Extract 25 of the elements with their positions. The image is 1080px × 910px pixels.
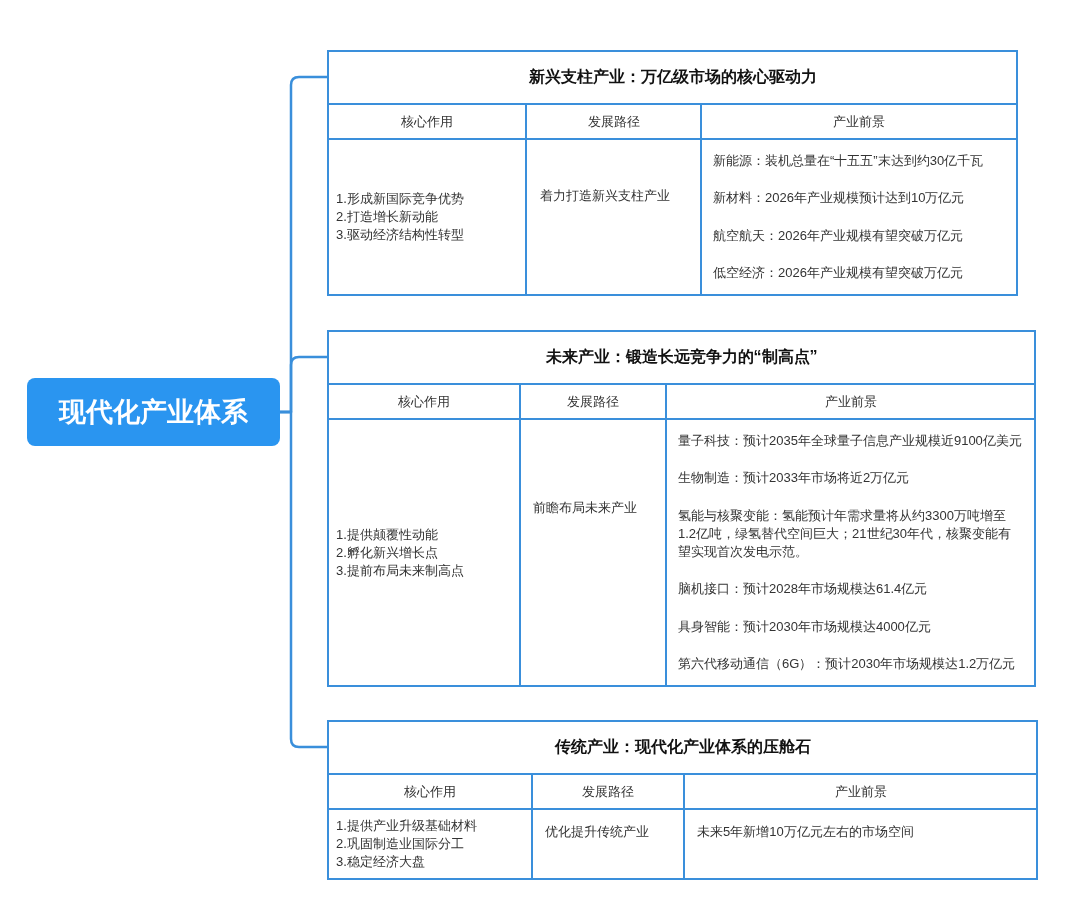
info-table	[327, 720, 1038, 880]
info-table	[327, 330, 1036, 687]
list-item: 1.提供产业升级基础材料	[336, 817, 478, 835]
outlook-text: 航空航天：2026年产业规模有望突破万亿元	[713, 226, 964, 245]
connector-line	[280, 410, 327, 749]
outlook-text: 具身智能：预计2030年市场规模达4000亿元	[678, 617, 932, 636]
central-topic: 现代化产业体系	[27, 378, 280, 446]
outlook-text: 新材料：2026年产业规模预计达到10万亿元	[713, 189, 966, 208]
list-item: 2.打造增长新动能	[336, 208, 439, 226]
list-item: 1.形成新国际竞争优势	[336, 190, 465, 208]
list-item: 3.提前布局未来制高点	[336, 561, 465, 580]
outlook-text: 新能源：装机总量在“十五五”末达到约30亿千瓦	[713, 151, 985, 170]
list-item: 3.稳定经济大盘	[336, 853, 426, 871]
outlook-text: 未来5年新增10万亿元左右的市场空间	[697, 823, 915, 841]
outlook-text: 低空经济：2026年产业规模有望突破万亿元	[713, 264, 964, 283]
outlook-text: 氢能与核聚变能：氢能预计年需求量将从约3300万吨增至1.2亿吨，绿氢替代空间巨大；21世纪30年代，核聚变能有望实现首次发电示范。	[678, 506, 1012, 561]
list-item: 1.提供颠覆性动能	[336, 525, 439, 544]
list-item: 3.驱动经济结构性转型	[336, 226, 465, 244]
outlook-text: 脑机接口：预计2028年市场规模达61.4亿元	[678, 580, 929, 599]
info-table	[327, 50, 1018, 296]
outlook-text: 第六代移动通信（6G）：预计2030年市场规模达1.2万亿元	[678, 655, 1017, 674]
outlook-text: 生物制造：预计2033年市场将近2万亿元	[678, 469, 911, 488]
list-item: 2.孵化新兴增长点	[336, 543, 439, 562]
outlook-text: 量子科技：预计2035年全球量子信息产业规模近9100亿美元	[678, 431, 1023, 450]
list-item: 2.巩固制造业国际分工	[336, 835, 465, 853]
